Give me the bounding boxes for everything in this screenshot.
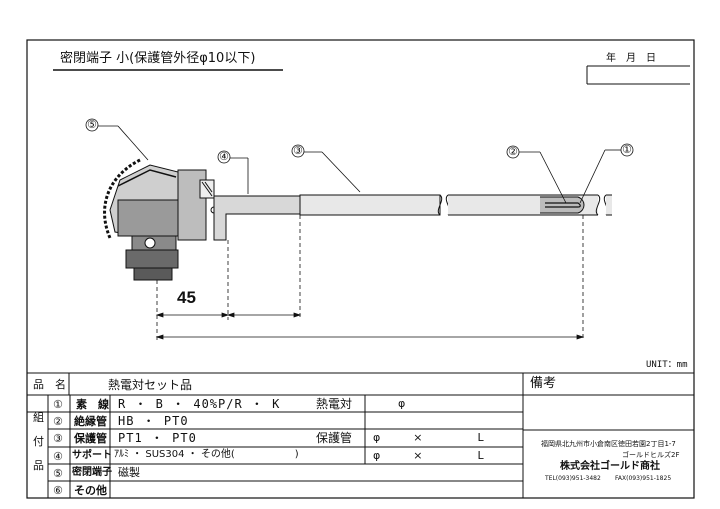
row5-value: 磁製 bbox=[118, 466, 140, 479]
row6-name: その他 bbox=[74, 484, 107, 497]
row4-name: サポート bbox=[72, 450, 112, 461]
unit-label: UNIT：mm bbox=[646, 360, 688, 370]
callout-3-circle bbox=[291, 144, 305, 158]
row6-no: ⑥ bbox=[53, 484, 63, 497]
side-label-2: 付 bbox=[33, 435, 44, 448]
callout-2-label: ② bbox=[508, 145, 518, 158]
thermocouple-drawing bbox=[103, 158, 612, 281]
hinmei-label: 品 名 bbox=[33, 378, 66, 391]
parts-table bbox=[27, 372, 694, 498]
cable-nut bbox=[125, 249, 179, 269]
row2-no: ② bbox=[53, 415, 63, 428]
remarks-label: 備考 bbox=[530, 376, 557, 391]
callout-1-label: ① bbox=[622, 143, 632, 156]
callout-5-label: ⑤ bbox=[87, 118, 97, 131]
row1-value: R ・ B ・ 40%P/R ・ K bbox=[118, 397, 281, 411]
row3-value: PT1 ・ PT0 bbox=[118, 431, 197, 445]
company-address: 福岡県北九州市小倉南区徳田若園2丁目1-7 bbox=[541, 440, 676, 448]
row1-name: 素 線 bbox=[76, 398, 109, 411]
row1-extra-label: 熱電対 bbox=[316, 397, 353, 411]
row2-name: 絶縁管 bbox=[74, 415, 107, 428]
row5-no: ⑤ bbox=[53, 467, 63, 480]
callout-4-label: ④ bbox=[219, 150, 229, 163]
row4-value: ｱﾙﾐ ・ SUS304 ・ その他( ) bbox=[114, 449, 299, 460]
dimension-lines bbox=[155, 215, 585, 340]
callout-3-label: ③ bbox=[293, 144, 303, 157]
row2-value: HB ・ PT0 bbox=[118, 414, 189, 428]
hinmei-value: 熱電対セット品 bbox=[108, 378, 193, 392]
company-name: 株式会社ゴールド商社 bbox=[560, 461, 660, 472]
row3-extra-label: 保護管 bbox=[316, 431, 353, 445]
row1-extra: φ bbox=[398, 397, 406, 410]
row3-extra: φ × L bbox=[373, 431, 484, 444]
side-label-1: 組 bbox=[33, 411, 44, 424]
row3-no: ③ bbox=[53, 432, 63, 445]
row4-extra: φ × L bbox=[373, 449, 484, 462]
insulation-tube bbox=[540, 196, 585, 214]
company-building: ゴールドヒルズ2F bbox=[622, 451, 680, 459]
dimension-value: 45 bbox=[177, 288, 196, 307]
sheet-border bbox=[26, 39, 695, 499]
cable-nut-thread bbox=[133, 267, 173, 281]
support-tube bbox=[213, 195, 301, 241]
company-tel: TEL(093)951-3482 bbox=[545, 475, 601, 482]
page-title: 密閉端子 小(保護管外径φ10以下) bbox=[60, 51, 256, 66]
row1-no: ① bbox=[53, 398, 63, 411]
row3-name: 保護管 bbox=[74, 432, 107, 445]
terminal-head-body bbox=[117, 199, 179, 237]
callout-4-circle bbox=[217, 150, 231, 164]
row5-name: 密閉端子 bbox=[72, 467, 112, 478]
row4-no: ④ bbox=[53, 450, 63, 463]
protection-tube bbox=[299, 194, 441, 216]
side-label-3: 品 bbox=[33, 459, 44, 472]
company-fax: FAX(093)951-1825 bbox=[615, 475, 672, 482]
callout-5-circle bbox=[85, 118, 99, 132]
chain bbox=[103, 158, 141, 239]
callout-leaders bbox=[85, 118, 634, 204]
date-label: 年 月 日 bbox=[606, 53, 656, 64]
